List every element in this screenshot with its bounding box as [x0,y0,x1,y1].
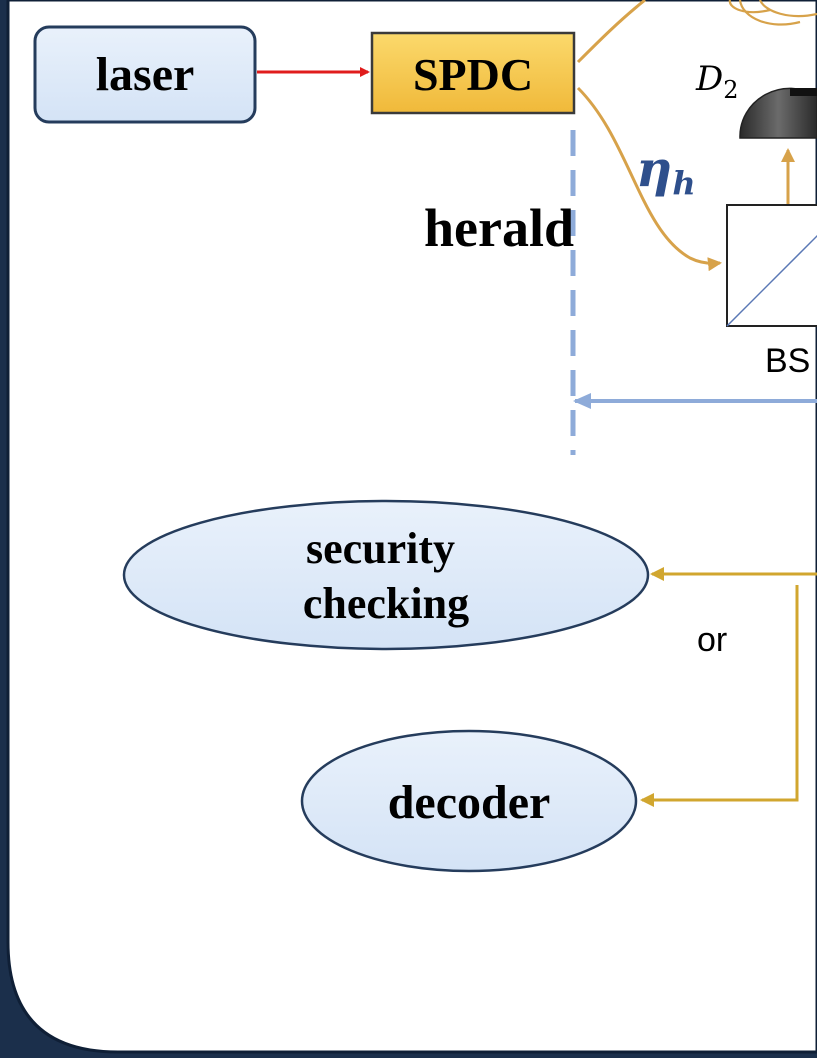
fiber-loops [728,0,817,26]
d2-label: D2 [695,59,739,104]
herald-label: herald [424,198,574,258]
classical-branch-to-decoder [640,585,799,807]
d2-detector [739,87,817,139]
spdc-label: SPDC [413,49,533,100]
eta-h-label: ηh [636,139,696,202]
decoder-label: decoder [388,776,551,829]
beam-splitter [726,204,817,327]
bs-label: BS [765,342,810,380]
spdc-herald-output [576,86,722,272]
laser-box [33,25,257,124]
security-checking-line-1: security [306,524,455,573]
spdc-upper-output [576,0,646,64]
or-label: or [697,621,727,659]
security-checking-label: security checking [303,524,469,628]
laser-label: laser [96,48,195,101]
security-checking-line-2: checking [303,579,469,628]
decoder-node [300,729,638,873]
security-checking-node [122,499,650,651]
spdc-box [370,31,576,115]
